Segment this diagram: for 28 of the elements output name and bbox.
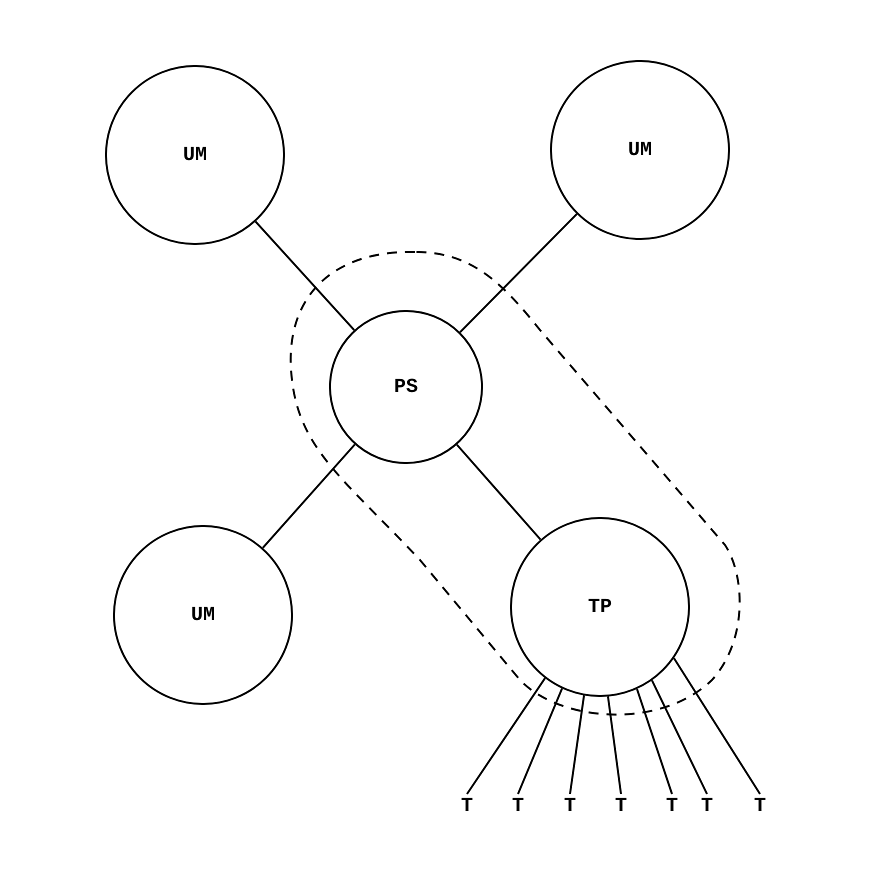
connector-line: [651, 680, 708, 794]
terminal-label: T: [752, 794, 768, 818]
circle-node: [113, 525, 293, 705]
terminal-label: T: [664, 794, 680, 818]
connector-line: [254, 220, 355, 331]
connector-line: [456, 444, 542, 540]
connector-line: [569, 695, 585, 794]
terminal-label: T: [613, 794, 629, 818]
circle-node: [105, 65, 285, 245]
circle-node: [550, 60, 730, 240]
connector-line: [636, 688, 673, 794]
node-label: PS: [394, 376, 418, 398]
node-label: UM: [190, 604, 215, 626]
connector-line: [459, 213, 578, 333]
node-label: TP: [588, 596, 612, 618]
connector-line: [673, 658, 761, 795]
circle-node: [329, 310, 483, 464]
connector-line: [262, 444, 356, 548]
circle-node: [510, 517, 690, 697]
node-label: UM: [628, 138, 652, 162]
node-label: UM: [182, 144, 207, 166]
connector-line: [466, 678, 546, 795]
connector-line: [607, 696, 622, 794]
terminal-label: T: [510, 794, 526, 818]
terminal-label: T: [562, 794, 578, 818]
connector-line: [517, 688, 563, 794]
terminal-label: T: [459, 794, 475, 818]
terminal-label: T: [699, 794, 715, 818]
